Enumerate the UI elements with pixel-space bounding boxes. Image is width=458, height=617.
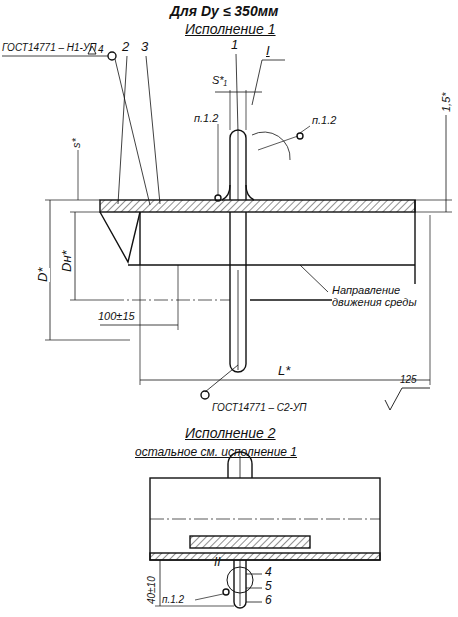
section-2 (150, 452, 380, 608)
drawing-label: п.1.2 (162, 594, 184, 605)
drawing-label: 4 (265, 566, 272, 579)
drawing-label: 1,5* (440, 92, 452, 112)
drawing-label: 4 (98, 44, 104, 55)
drawing-label: L* (278, 364, 290, 378)
drawing-label: D* (36, 268, 50, 282)
drawing-label: 2 (122, 40, 129, 54)
drawing-label: I (266, 44, 270, 58)
drawing-label: 40±10 (146, 576, 157, 604)
drawing-label: остальное см. исполнение 1 (135, 446, 297, 459)
drawing-label: 1 (231, 38, 238, 52)
drawing-label: Исполнение 2 (185, 426, 276, 441)
drawing-label: п.1.2 (312, 114, 336, 126)
drawing-label: ГОСТ14771 – С2-УП (212, 402, 307, 413)
drawing-label: 125 (400, 374, 417, 385)
drawing-label: S*₁ (212, 74, 227, 86)
title: Для Dу ≤ 350мм (170, 4, 278, 19)
drawing-label: 100±15 (98, 310, 135, 322)
drawing-label: II (214, 556, 221, 569)
section-1 (2, 46, 452, 410)
drawing-label: s* (70, 138, 82, 148)
drawing-label: 5 (265, 580, 272, 593)
drawing-label: 6 (265, 594, 272, 607)
drawing-label: Исполнение 1 (185, 22, 276, 37)
drawing-label: 3 (141, 40, 148, 54)
drawing-label: ГОСТ14771 – Н1-УП (2, 42, 97, 53)
drawing-label: Направление движения среды (332, 284, 427, 308)
drawing-label: Dн* (60, 250, 74, 272)
drawing-label: п.1.2 (194, 112, 218, 124)
